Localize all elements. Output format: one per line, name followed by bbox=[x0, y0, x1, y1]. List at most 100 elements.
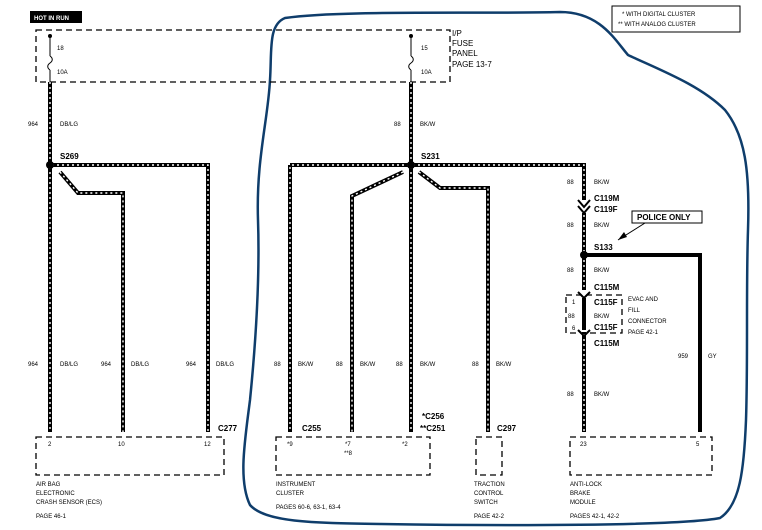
airbag-line1: AIR BAG bbox=[36, 482, 61, 488]
circuit-964-top: 964 bbox=[28, 122, 39, 128]
cluster-page: PAGES 60-6, 63-1, 63-4 bbox=[276, 505, 341, 511]
splice-s231: S231 bbox=[421, 152, 440, 161]
pin-abs-5: 5 bbox=[696, 442, 700, 448]
circuit-88-b: 88 bbox=[336, 362, 343, 368]
evac-connector-box bbox=[565, 294, 623, 334]
splice-s269: S269 bbox=[60, 152, 79, 161]
fuse-panel-box bbox=[35, 29, 451, 83]
abs-line3: MODULE bbox=[570, 500, 596, 506]
circuit-88-c: 88 bbox=[396, 362, 403, 368]
color-bkw-r1: BK/W bbox=[594, 180, 610, 186]
evac-pin-bottom: 6 bbox=[572, 326, 576, 332]
color-bkw-r3: BK/W bbox=[594, 268, 610, 274]
color-bkw-b: BK/W bbox=[360, 362, 376, 368]
color-dblg-c: DB/LG bbox=[216, 362, 234, 368]
pin-ic-9: *9 bbox=[287, 442, 293, 448]
hot-in-run-label: HOT IN RUN bbox=[34, 16, 69, 22]
splice-s133-dot bbox=[580, 251, 588, 259]
circuit-88-evac: 88 bbox=[568, 314, 575, 320]
connector-c251: **C251 bbox=[420, 424, 446, 433]
color-bkw-r2: BK/W bbox=[594, 223, 610, 229]
evac-pin-top: 1 bbox=[572, 300, 576, 306]
fuse-a-top: 18 bbox=[57, 46, 64, 52]
left-wires bbox=[48, 82, 210, 432]
fuse-panel-line2: FUSE bbox=[452, 39, 473, 48]
color-dblg-a: DB/LG bbox=[60, 362, 78, 368]
evac-line3: CONNECTOR bbox=[628, 319, 667, 325]
circuit-88-r4: 88 bbox=[567, 392, 574, 398]
circuit-88-d: 88 bbox=[472, 362, 479, 368]
color-dblg-b: DB/LG bbox=[131, 362, 149, 368]
abs-box bbox=[569, 436, 713, 476]
fuse-panel-line3: PANEL bbox=[452, 49, 478, 58]
abs-line1: ANTI-LOCK bbox=[570, 482, 602, 488]
pin-airbag-2: 2 bbox=[48, 442, 52, 448]
fuse-b-bottom: 10A bbox=[421, 70, 432, 76]
cluster-line2: CLUSTER bbox=[276, 491, 305, 497]
pin-airbag-10: 10 bbox=[118, 442, 125, 448]
airbag-page: PAGE 46-1 bbox=[36, 514, 67, 520]
evac-page: PAGE 42-1 bbox=[628, 330, 659, 336]
color-bkw-r4: BK/W bbox=[594, 392, 610, 398]
pin-ic-8: **8 bbox=[344, 451, 353, 457]
fuse-a-bottom: 10A bbox=[57, 70, 68, 76]
circuit-964-a: 964 bbox=[28, 362, 39, 368]
circuit-88-a: 88 bbox=[274, 362, 281, 368]
evac-line2: FILL bbox=[628, 308, 641, 314]
circuit-88-r3: 88 bbox=[567, 268, 574, 274]
connector-c255: C255 bbox=[302, 424, 322, 433]
color-bkw-c: BK/W bbox=[420, 362, 436, 368]
color-bkw-d: BK/W bbox=[496, 362, 512, 368]
connector-c119m: C119M bbox=[594, 194, 620, 203]
airbag-box bbox=[35, 436, 225, 476]
connector-c115f-bottom: C115F bbox=[594, 323, 618, 332]
fuse-b-icon bbox=[408, 55, 414, 71]
connector-c119f: C119F bbox=[594, 205, 618, 214]
legend-analog: ** WITH ANALOG CLUSTER bbox=[618, 22, 696, 28]
pin-airbag-12: 12 bbox=[204, 442, 211, 448]
cluster-box bbox=[275, 436, 431, 476]
connector-c256: *C256 bbox=[422, 412, 445, 421]
color-bkw-top: BK/W bbox=[420, 122, 436, 128]
circuit-88-top: 88 bbox=[394, 122, 401, 128]
police-only-box bbox=[631, 210, 703, 224]
pin-abs-23: 23 bbox=[580, 442, 587, 448]
airbag-line2: ELECTRONIC bbox=[36, 491, 75, 497]
traction-line1: TRACTION bbox=[474, 482, 505, 488]
circuit-964-c: 964 bbox=[186, 362, 197, 368]
circuit-959: 959 bbox=[678, 354, 689, 360]
legend-box bbox=[611, 5, 741, 33]
police-only-label: POLICE ONLY bbox=[637, 213, 691, 222]
fuse-a-icon bbox=[47, 55, 53, 71]
color-bkw-a: BK/W bbox=[298, 362, 314, 368]
connector-c297: C297 bbox=[497, 424, 517, 433]
circuit-88-r2: 88 bbox=[567, 223, 574, 229]
circuit-88-r1: 88 bbox=[567, 180, 574, 186]
connector-c115f-top: C115F bbox=[594, 298, 618, 307]
connector-c115m-top: C115M bbox=[594, 283, 620, 292]
traction-page: PAGE 42-2 bbox=[474, 514, 505, 520]
splice-s231-dot bbox=[407, 161, 415, 169]
color-gy: GY bbox=[708, 354, 717, 360]
center-wires bbox=[288, 82, 586, 432]
circuit-964-b: 964 bbox=[101, 362, 112, 368]
highlight-outline bbox=[242, 10, 750, 527]
connector-c277: C277 bbox=[218, 424, 238, 433]
pin-ic-2: *2 bbox=[402, 442, 408, 448]
color-bkw-evac: BK/W bbox=[594, 314, 610, 320]
splice-s133: S133 bbox=[594, 243, 613, 252]
fuse-b-top: 15 bbox=[421, 46, 428, 52]
abs-line2: BRAKE bbox=[570, 491, 590, 497]
pin-ic-7: *7 bbox=[345, 442, 351, 448]
fuse-panel-page: PAGE 13-7 bbox=[452, 60, 492, 69]
legend-digital: * WITH DIGITAL CLUSTER bbox=[622, 12, 696, 18]
traction-box bbox=[475, 436, 503, 476]
traction-line2: CONTROL bbox=[474, 491, 504, 497]
abs-page: PAGES 42-1, 42-2 bbox=[570, 514, 620, 520]
color-dblg-top: DB/LG bbox=[60, 122, 78, 128]
connector-c115m-bottom: C115M bbox=[594, 339, 620, 348]
traction-line3: SWITCH bbox=[474, 500, 498, 506]
airbag-line3: CRASH SENSOR (ECS) bbox=[36, 500, 102, 506]
fuse-panel-line1: I/P bbox=[452, 29, 462, 38]
c119-icon bbox=[577, 199, 591, 209]
